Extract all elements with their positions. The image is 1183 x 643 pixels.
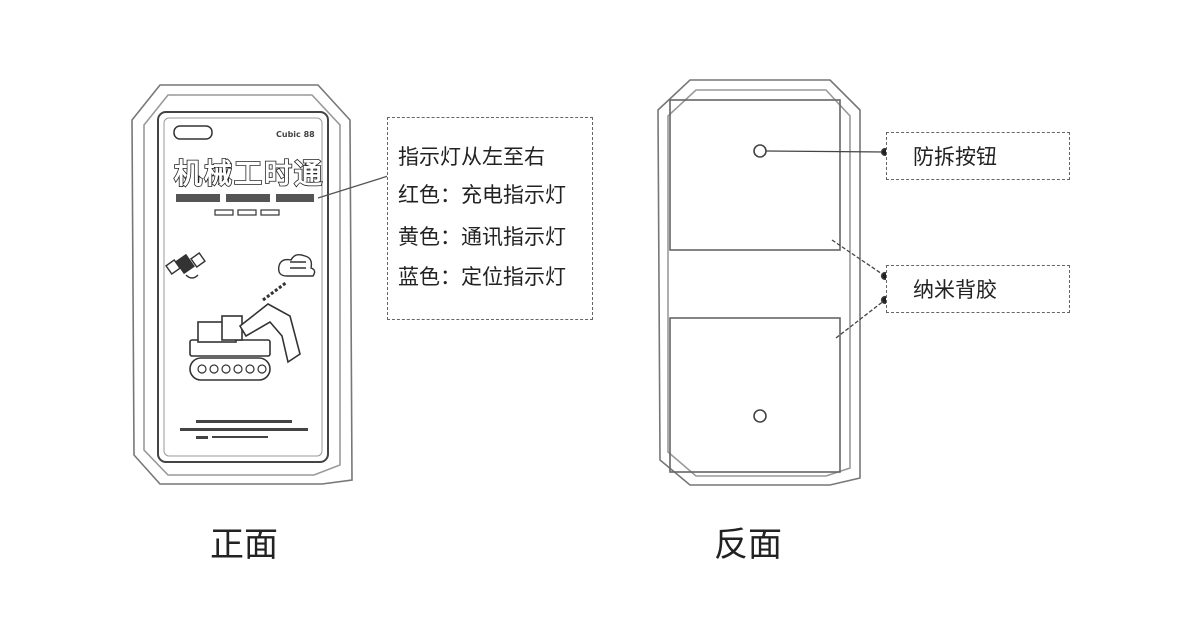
back-caption: 反面	[714, 525, 782, 565]
front-caption: 正面	[210, 525, 278, 565]
front-callout-leader	[317, 175, 389, 199]
indicator-callout-box: 指示灯从左至右 红色：充电指示灯 黄色：通讯指示灯 蓝色：定位指示灯	[387, 117, 593, 320]
back-adhesive-pad-top	[669, 99, 841, 251]
front-barcode-row	[176, 194, 314, 202]
back-screw-icon	[753, 409, 767, 423]
back-callout-leaders	[765, 147, 890, 339]
cloud-signal-icon	[262, 253, 316, 302]
back-device	[657, 79, 861, 486]
indicator-heading: 指示灯从左至右	[398, 145, 545, 169]
tamper-label-box: 防拆按钮	[886, 132, 1070, 180]
adhesive-leader-top	[831, 239, 886, 277]
adhesive-label: 纳米背胶	[913, 278, 997, 302]
front-code-text: Cubic 88	[276, 130, 315, 139]
front-device-title: 机械工时通	[174, 157, 324, 190]
front-device-inner-shell	[143, 94, 341, 476]
front-device-panel-inner	[163, 117, 323, 457]
yellow-indicator-light	[237, 209, 257, 216]
indicator-line-yellow: 黄色：通讯指示灯	[398, 225, 566, 249]
front-badge-pill	[173, 125, 213, 140]
tamper-label: 防拆按钮	[913, 145, 997, 169]
front-footer-text	[180, 420, 308, 439]
tamper-button-icon[interactable]	[753, 144, 767, 158]
adhesive-leader-bottom	[835, 299, 886, 339]
satellite-icon	[165, 252, 206, 279]
back-device-inner-shell	[667, 89, 851, 477]
front-indicator-lights	[214, 209, 280, 216]
indicator-line-blue: 蓝色：定位指示灯	[398, 265, 566, 289]
excavator-icon	[189, 303, 301, 381]
blue-indicator-light	[260, 209, 280, 216]
front-device-panel	[157, 111, 329, 463]
back-adhesive-pad-bottom	[669, 317, 841, 473]
front-device-outer-shell	[131, 84, 353, 485]
back-device-outer-shell	[657, 79, 861, 486]
indicator-line-red: 红色：充电指示灯	[398, 183, 566, 207]
tamper-leader	[765, 150, 886, 153]
red-indicator-light	[214, 209, 234, 216]
front-device	[131, 84, 353, 485]
adhesive-label-box: 纳米背胶	[886, 265, 1070, 313]
